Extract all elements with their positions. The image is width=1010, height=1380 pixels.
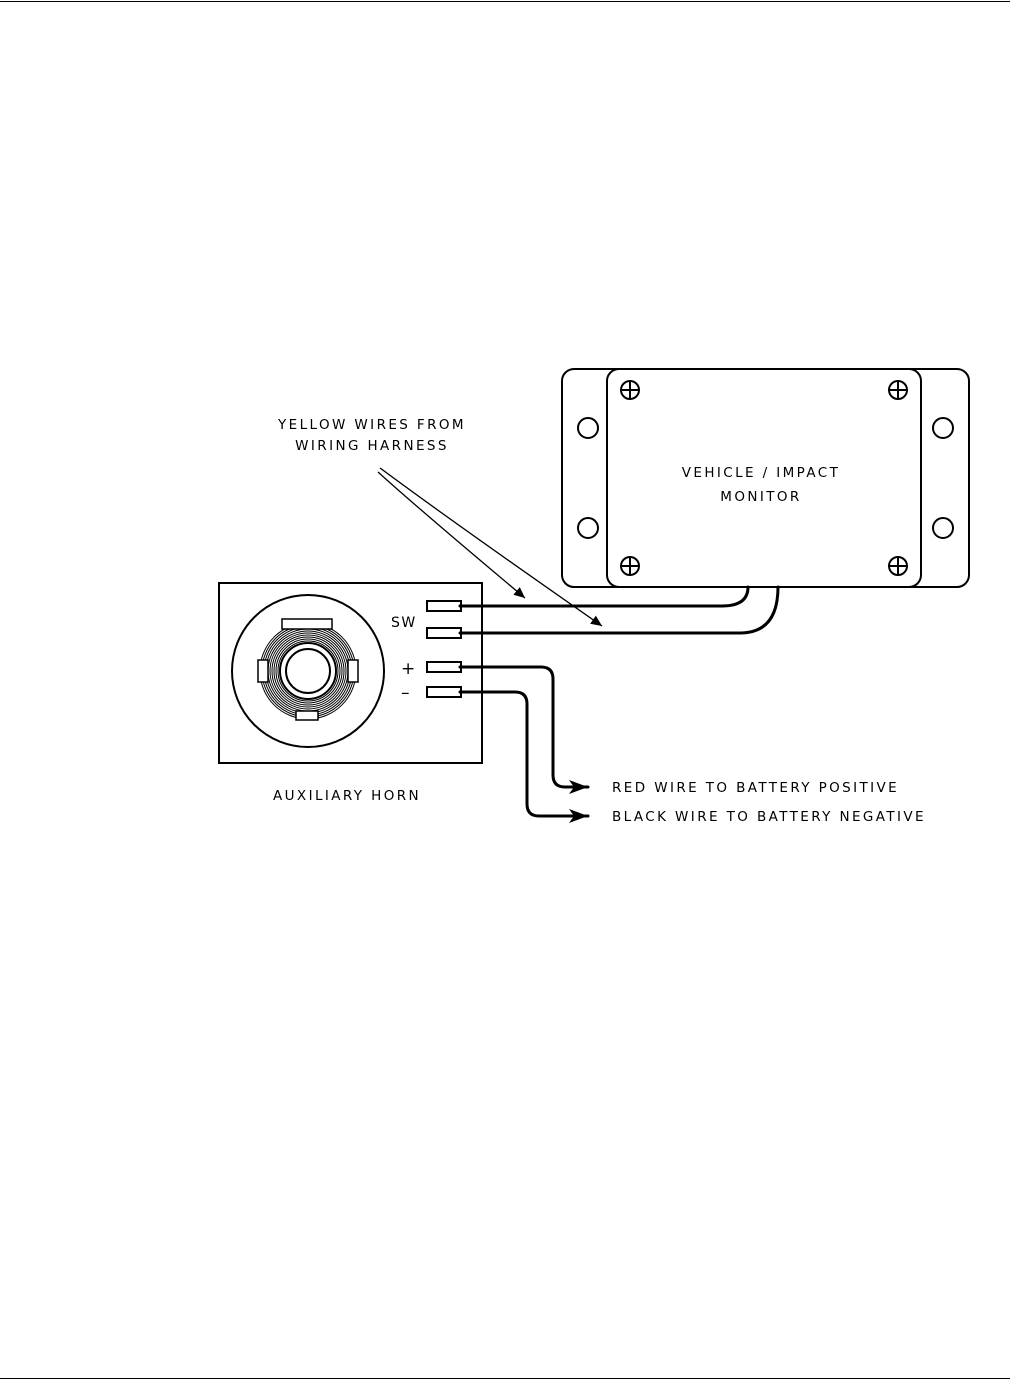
terminal-positive <box>427 662 461 672</box>
screw-icon <box>889 381 907 399</box>
callout-line1: YELLOW WIRES FROM <box>277 417 466 433</box>
horn-speaker-outer <box>232 595 384 747</box>
monitor-unit: VEHICLE / IMPACT MONITOR <box>562 369 969 587</box>
auxiliary-horn: SW + – AUXILIARY HORN <box>219 583 482 804</box>
callout-line2: WIRING HARNESS <box>295 438 449 454</box>
screw-icon <box>621 381 639 399</box>
screw-icon <box>621 557 639 575</box>
terminal-negative <box>427 687 461 697</box>
terminal-sw-1 <box>427 601 461 611</box>
mounting-hole <box>578 518 598 538</box>
screw-icon <box>889 557 907 575</box>
mounting-hole <box>933 418 953 438</box>
horn-caption: AUXILIARY HORN <box>273 788 421 804</box>
red-wire-label: RED WIRE TO BATTERY POSITIVE <box>612 780 899 796</box>
black-wire-label: BLACK WIRE TO BATTERY NEGATIVE <box>612 809 926 825</box>
plus-label: + <box>401 659 415 679</box>
minus-label: – <box>401 683 410 703</box>
terminal-sw-2 <box>427 628 461 638</box>
monitor-label-line2: MONITOR <box>720 489 801 505</box>
monitor-label-line1: VEHICLE / IMPACT <box>682 465 840 481</box>
callout-arrow-1 <box>378 472 525 598</box>
yellow-wire-1 <box>460 587 748 606</box>
mounting-hole <box>933 518 953 538</box>
mounting-hole <box>578 418 598 438</box>
sw-label: SW <box>391 615 417 631</box>
yellow-wire-2 <box>460 587 778 633</box>
